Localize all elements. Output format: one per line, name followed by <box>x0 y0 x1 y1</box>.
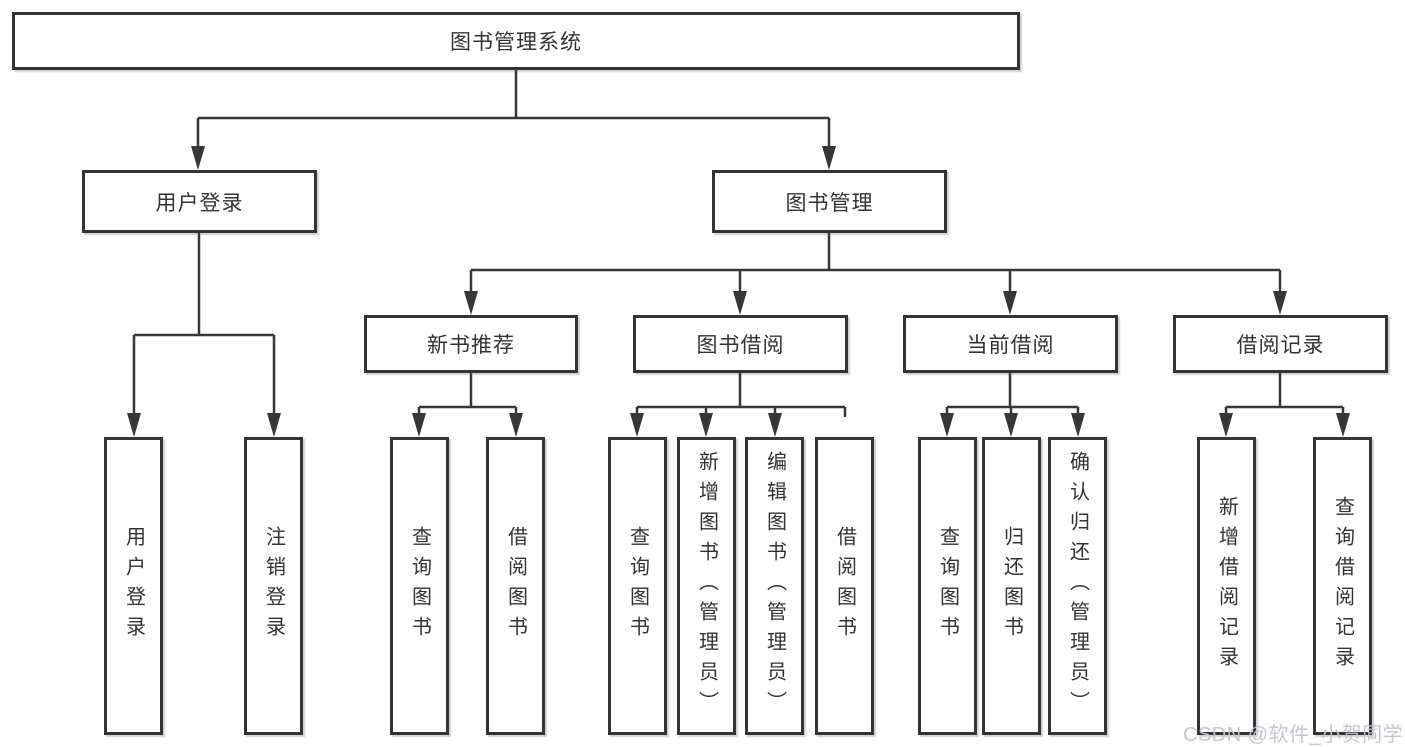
node-new-book-recommend: 新书推荐 <box>364 315 578 373</box>
node-root: 图书管理系统 <box>12 12 1020 70</box>
node-label: 当前借阅 <box>966 334 1055 357</box>
leaf-logout: 注销登录 <box>244 437 303 735</box>
leaf-cb-confirm-return-admin: 确认归还（管理员） <box>1048 437 1107 735</box>
node-label: 归还图书 <box>1000 526 1023 646</box>
leaf-cb-return-books: 归还图书 <box>982 437 1041 735</box>
node-label: 确认归还（管理员） <box>1066 451 1089 721</box>
leaf-bb-borrow-books: 借阅图书 <box>815 437 874 735</box>
node-label: 借阅图书 <box>833 526 856 646</box>
node-label: 查询图书 <box>626 526 649 646</box>
node-label: 借阅记录 <box>1236 334 1325 357</box>
arrowheads <box>127 146 1350 437</box>
leaf-br-query-record: 查询借阅记录 <box>1313 437 1372 735</box>
leaf-nbr-borrow-books: 借阅图书 <box>486 437 545 735</box>
node-label: 查询图书 <box>936 526 959 646</box>
leaf-user-login: 用户登录 <box>104 437 163 735</box>
node-label: 查询借阅记录 <box>1331 496 1354 676</box>
node-label: 新书推荐 <box>427 334 515 357</box>
leaf-br-add-record: 新增借阅记录 <box>1197 437 1256 735</box>
node-label: 编辑图书（管理员） <box>763 451 786 721</box>
node-user-login: 用户登录 <box>82 170 317 233</box>
leaf-bb-edit-books-admin: 编辑图书（管理员） <box>745 437 804 735</box>
node-label: 图书管理系统 <box>450 31 582 54</box>
leaf-nbr-query-books: 查询图书 <box>390 437 449 735</box>
leaf-cb-query-books: 查询图书 <box>918 437 977 735</box>
node-label: 借阅图书 <box>504 526 527 646</box>
csdn-watermark: CSDN @软件_小贺同学 <box>1183 724 1404 746</box>
node-label: 图书管理 <box>785 191 874 215</box>
node-book-borrow: 图书借阅 <box>633 315 848 373</box>
node-label: 图书借阅 <box>696 334 785 357</box>
node-borrow-records: 借阅记录 <box>1173 315 1388 373</box>
node-label: 用户登录 <box>155 191 244 215</box>
node-label: 新增借阅记录 <box>1215 496 1238 676</box>
leaf-bb-add-books-admin: 新增图书（管理员） <box>677 437 736 735</box>
node-current-borrow: 当前借阅 <box>903 315 1118 373</box>
node-label: 查询图书 <box>408 526 431 646</box>
node-label: 新增图书（管理员） <box>695 451 718 721</box>
node-book-management: 图书管理 <box>712 170 947 233</box>
node-label: 注销登录 <box>262 526 285 646</box>
node-label: 用户登录 <box>122 526 145 646</box>
leaf-bb-query-books: 查询图书 <box>608 437 667 735</box>
